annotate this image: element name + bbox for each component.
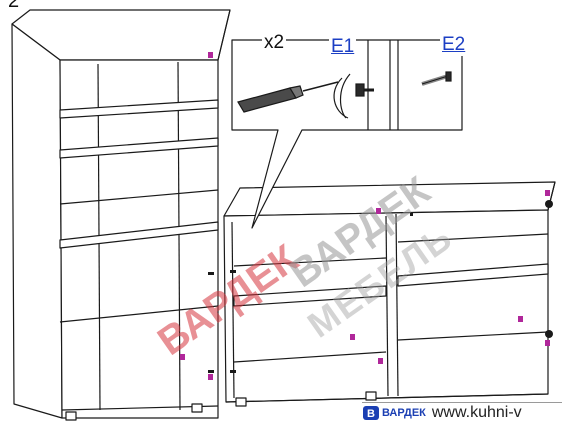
tall-shelf-3 bbox=[59, 221, 219, 249]
tall-shelf-1 bbox=[59, 99, 219, 119]
tall-shelf-2 bbox=[59, 137, 219, 159]
pin-e2-icon bbox=[421, 71, 452, 86]
brand-logo: B ВАРДЕК bbox=[362, 405, 426, 421]
low-shelf-right bbox=[397, 263, 549, 287]
quantity-label: x2 bbox=[262, 32, 287, 54]
tall-cabinet bbox=[11, 9, 231, 419]
svg-text:B: B bbox=[367, 408, 375, 420]
step-number: 2 bbox=[8, 0, 20, 12]
brand-name: ВАРДЕК bbox=[382, 407, 426, 419]
footer-bar: B ВАРДЕК www.kuhni-v bbox=[362, 402, 562, 423]
part-e1-label: E1 bbox=[329, 36, 357, 58]
low-cabinet bbox=[223, 181, 556, 403]
hole-markers bbox=[180, 52, 553, 380]
brand-logo-icon: B bbox=[363, 406, 379, 420]
screwdriver-icon bbox=[237, 73, 351, 119]
screw-e1-icon bbox=[355, 83, 374, 97]
part-e2-label: E2 bbox=[440, 34, 468, 56]
low-shelf-left bbox=[233, 285, 387, 307]
website-url[interactable]: www.kuhni-v bbox=[431, 404, 522, 421]
